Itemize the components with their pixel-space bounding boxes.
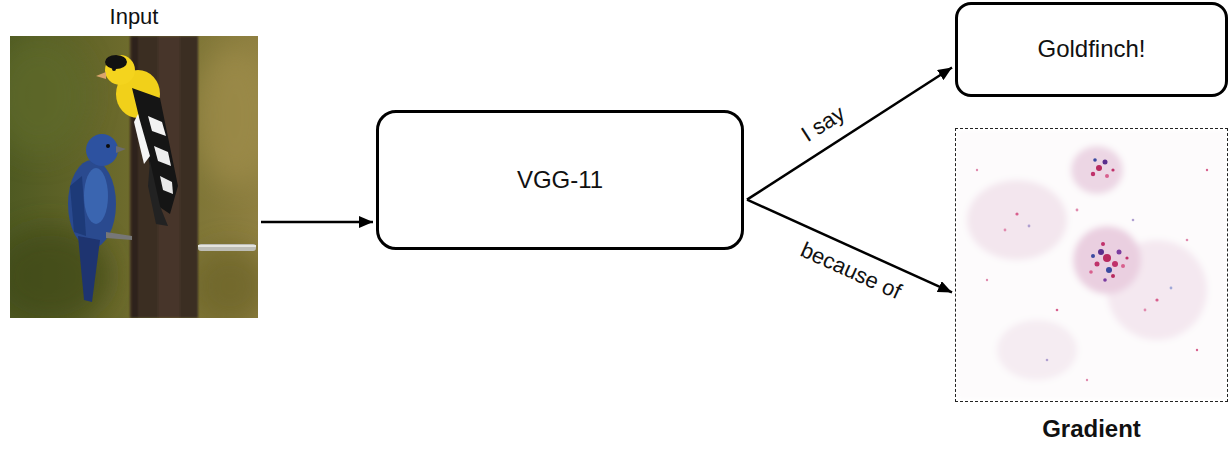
input-photo	[10, 36, 258, 318]
photo-background	[10, 36, 258, 318]
model-box: VGG-11	[376, 110, 744, 250]
box-label: VGG-11	[517, 166, 603, 195]
caption-label: Gradient	[936, 415, 1231, 444]
input-image: Input	[10, 36, 258, 318]
gradient-noise	[957, 130, 1226, 400]
box-label: Goldfinch!	[1037, 35, 1145, 64]
gradient-map: Gradient	[955, 128, 1228, 402]
caption-label: Input	[0, 4, 278, 30]
arrow-connector	[747, 68, 952, 200]
edge-label: because of	[797, 237, 905, 303]
perch	[198, 244, 256, 251]
indigo-bunting	[68, 134, 132, 302]
gradient-speckles	[976, 158, 1208, 381]
arrow-connector	[261, 221, 373, 224]
gradient-haze	[957, 130, 1226, 400]
output-box: Goldfinch!	[955, 2, 1228, 97]
edge-label: I say	[797, 102, 849, 147]
